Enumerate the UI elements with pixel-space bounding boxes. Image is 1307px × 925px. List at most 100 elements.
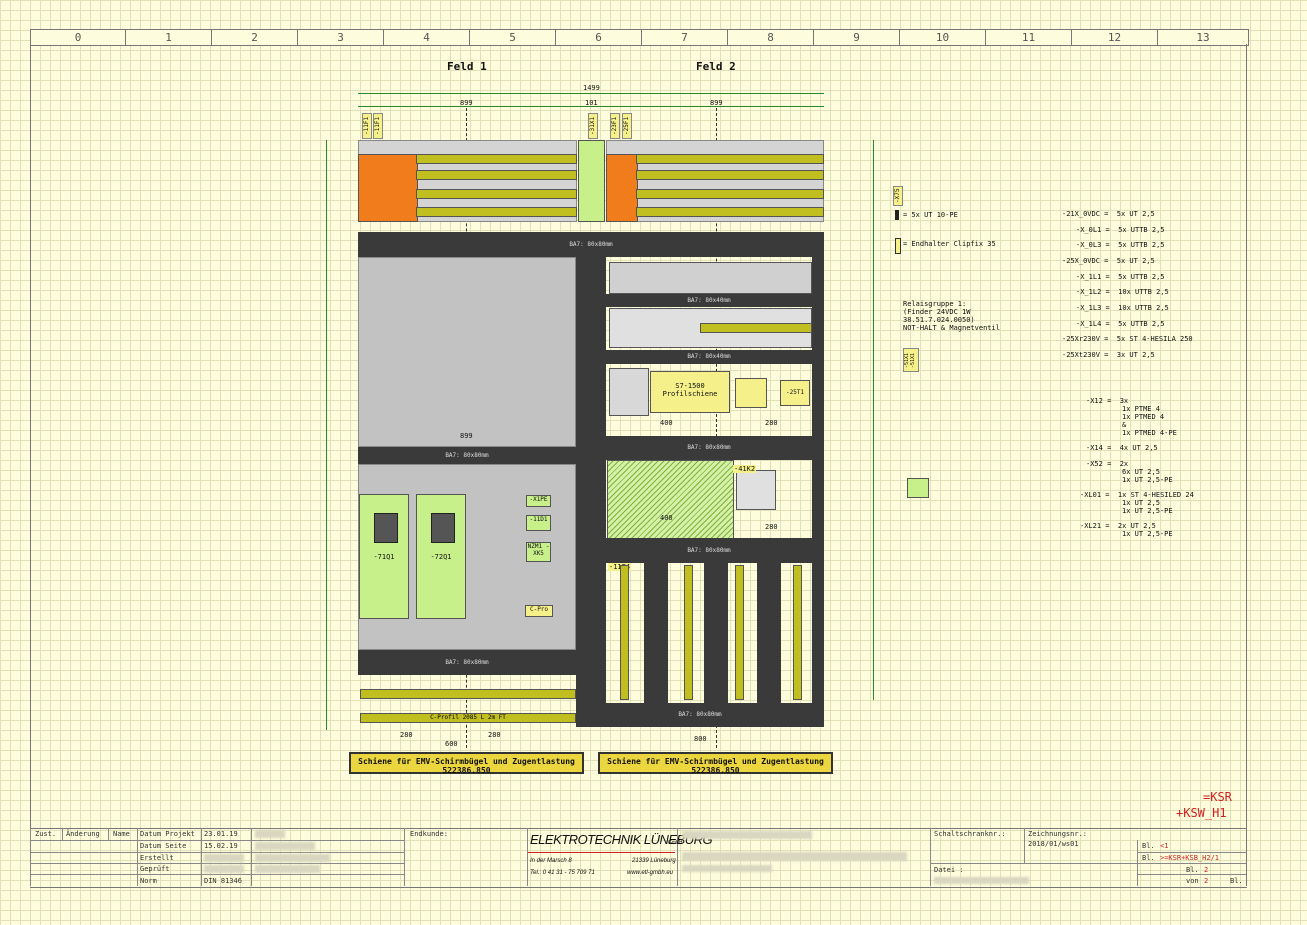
tb-line: [1137, 874, 1246, 875]
term-line: 1x UT 2,5: [1122, 499, 1160, 507]
vertical-duct: [576, 257, 606, 727]
tb-bl2: Bl.: [1142, 854, 1155, 862]
title-block: [30, 828, 1247, 888]
term-line: -21X_0VDC = 5x UT 2,5: [1062, 210, 1155, 218]
dim-f1: 899: [460, 99, 473, 107]
din-rail: [416, 207, 577, 217]
frame-right: [1246, 44, 1247, 886]
tb-vonv: 2: [1204, 877, 1209, 885]
tb-bl1v[interactable]: <1: [1160, 842, 1169, 850]
dim-600: 600: [445, 740, 458, 748]
din-rail: [416, 154, 577, 164]
vertical-duct: [644, 563, 668, 703]
vertical-rail: [793, 565, 802, 700]
tb-dp: 23.01.19: [204, 830, 238, 838]
drive-72q1: -72Q1: [416, 494, 466, 619]
tb-erstellt: Erstellt: [140, 854, 174, 862]
psu: [735, 378, 767, 408]
tb-bl-end: Bl.: [1230, 877, 1243, 885]
blurred-field: [255, 842, 315, 850]
tb-line: [404, 828, 405, 886]
cable-duct: BA7: 80x80mm: [358, 447, 576, 464]
fuse-block: [358, 154, 418, 222]
web: www.etl-gmbh.eu: [627, 870, 674, 876]
cable-duct: BA7: 80x80mm: [358, 232, 824, 257]
fuse-block-2: [606, 154, 638, 222]
tel: Tel.: 0 41 31 - 75 709 71: [530, 870, 595, 876]
relais-line: 38.51.7.024.0050): [903, 316, 975, 324]
ruler-cell: 11: [985, 30, 1071, 45]
emv-note-text: Schiene für EMV-Schirmbügel und Zugentla…: [607, 757, 824, 766]
logo-underline: [528, 852, 675, 853]
tb-line: [527, 828, 528, 886]
ruler-cell: 4: [383, 30, 469, 45]
company-logo: ELEKTROTECHNIK LÜNEBURG: [530, 832, 713, 847]
ruler-cell: 2: [211, 30, 297, 45]
blurred-field: [255, 865, 320, 873]
term-line: -XL21 = 2x UT 2,5: [1080, 522, 1156, 530]
logo-gmbh: GmbH: [668, 840, 683, 846]
term-line: -XL01 = 1x ST 4-HESILED 24: [1080, 491, 1194, 499]
contactor: [736, 470, 776, 510]
ref-ksr: =KSR: [1203, 790, 1232, 804]
emv-rail-note-1: Schiene für EMV-Schirmbügel und Zugentla…: [349, 752, 584, 775]
tb-aend: Änderung: [66, 830, 100, 838]
dim-400a: 400: [660, 419, 673, 427]
blurred-field: [204, 854, 244, 862]
din-rail: [636, 154, 824, 164]
field-2-title: Feld 2: [696, 60, 736, 73]
tb-line: [251, 828, 252, 886]
tb-line: [30, 874, 404, 875]
tb-geprueft: Geprüft: [140, 865, 170, 873]
term-line: -X52 = 2x: [1086, 460, 1129, 468]
tb-line: [1024, 828, 1025, 863]
ruler-cell: 7: [641, 30, 727, 45]
tb-bl2v[interactable]: >=KSR+KSB_H2/1: [1160, 854, 1220, 862]
tb-datei: Datei :: [934, 866, 964, 874]
tag: -11F1: [362, 113, 372, 139]
k11d1: -11D1: [526, 515, 551, 531]
term-line: -X_1L4 = 5x UTTB 2,5: [1076, 320, 1165, 328]
legend-line-1: = 5x UT 10-PE: [903, 211, 958, 219]
term-line: 1x UT 2,5-PE: [1122, 530, 1173, 538]
tb-ds: 15.02.19: [204, 842, 238, 850]
din-rail: [700, 323, 812, 333]
dim-280a: 280: [400, 731, 413, 739]
drive-label: -71Q1: [373, 553, 395, 561]
tb-line: [30, 852, 404, 853]
column-ruler: 0 1 2 3 4 5 6 7 8 9 10 11 12 13: [30, 29, 1249, 46]
tb-normv: DIN 81346: [204, 877, 242, 885]
reserved-area: [607, 460, 734, 540]
blurred-field: [255, 830, 285, 838]
ref-ksw: +KSW_H1: [1176, 806, 1227, 820]
ruler-cell: 13: [1157, 30, 1248, 45]
tb-von: von: [1186, 877, 1199, 885]
tb-name: Name: [113, 830, 130, 838]
drive-display: [374, 513, 398, 543]
term-line: -X12 = 3x: [1086, 397, 1129, 405]
term-line: 6x UT 2,5: [1122, 468, 1160, 476]
dim-line-right: [873, 140, 874, 700]
ts25t1: -25T1: [780, 380, 810, 406]
addr-2: 21339 Lüneburg: [632, 858, 676, 864]
drive-71q1: -71Q1: [359, 494, 409, 619]
tb-zeichnung: Zeichnungsnr.:: [1028, 830, 1088, 838]
term-line: -X14 = 4x UT 2,5: [1086, 444, 1158, 452]
mid-terminal: [578, 140, 605, 222]
dim-line-fields: [358, 106, 824, 107]
dim-280c: 280: [765, 419, 778, 427]
tb-line: [108, 828, 109, 840]
tb-bl3: Bl.: [1186, 866, 1199, 874]
term-line: 1x PTMED 4-PE: [1122, 429, 1177, 437]
term-line: -25Xr230V = 5x ST 4-HESILA 250: [1062, 335, 1193, 343]
term-line: 1x PTMED 4: [1122, 413, 1165, 421]
ruler-cell: 5: [469, 30, 555, 45]
blurred-field: [255, 854, 330, 862]
plc-cpu: [609, 368, 649, 416]
dim-280b: 280: [488, 731, 501, 739]
mid-tag: -51X1 -51X1: [903, 348, 919, 372]
legend-line-2: = Endhalter Clipfix 35: [903, 240, 996, 248]
legend-tag: -X75: [893, 186, 903, 206]
tag: -25F1: [622, 113, 632, 139]
